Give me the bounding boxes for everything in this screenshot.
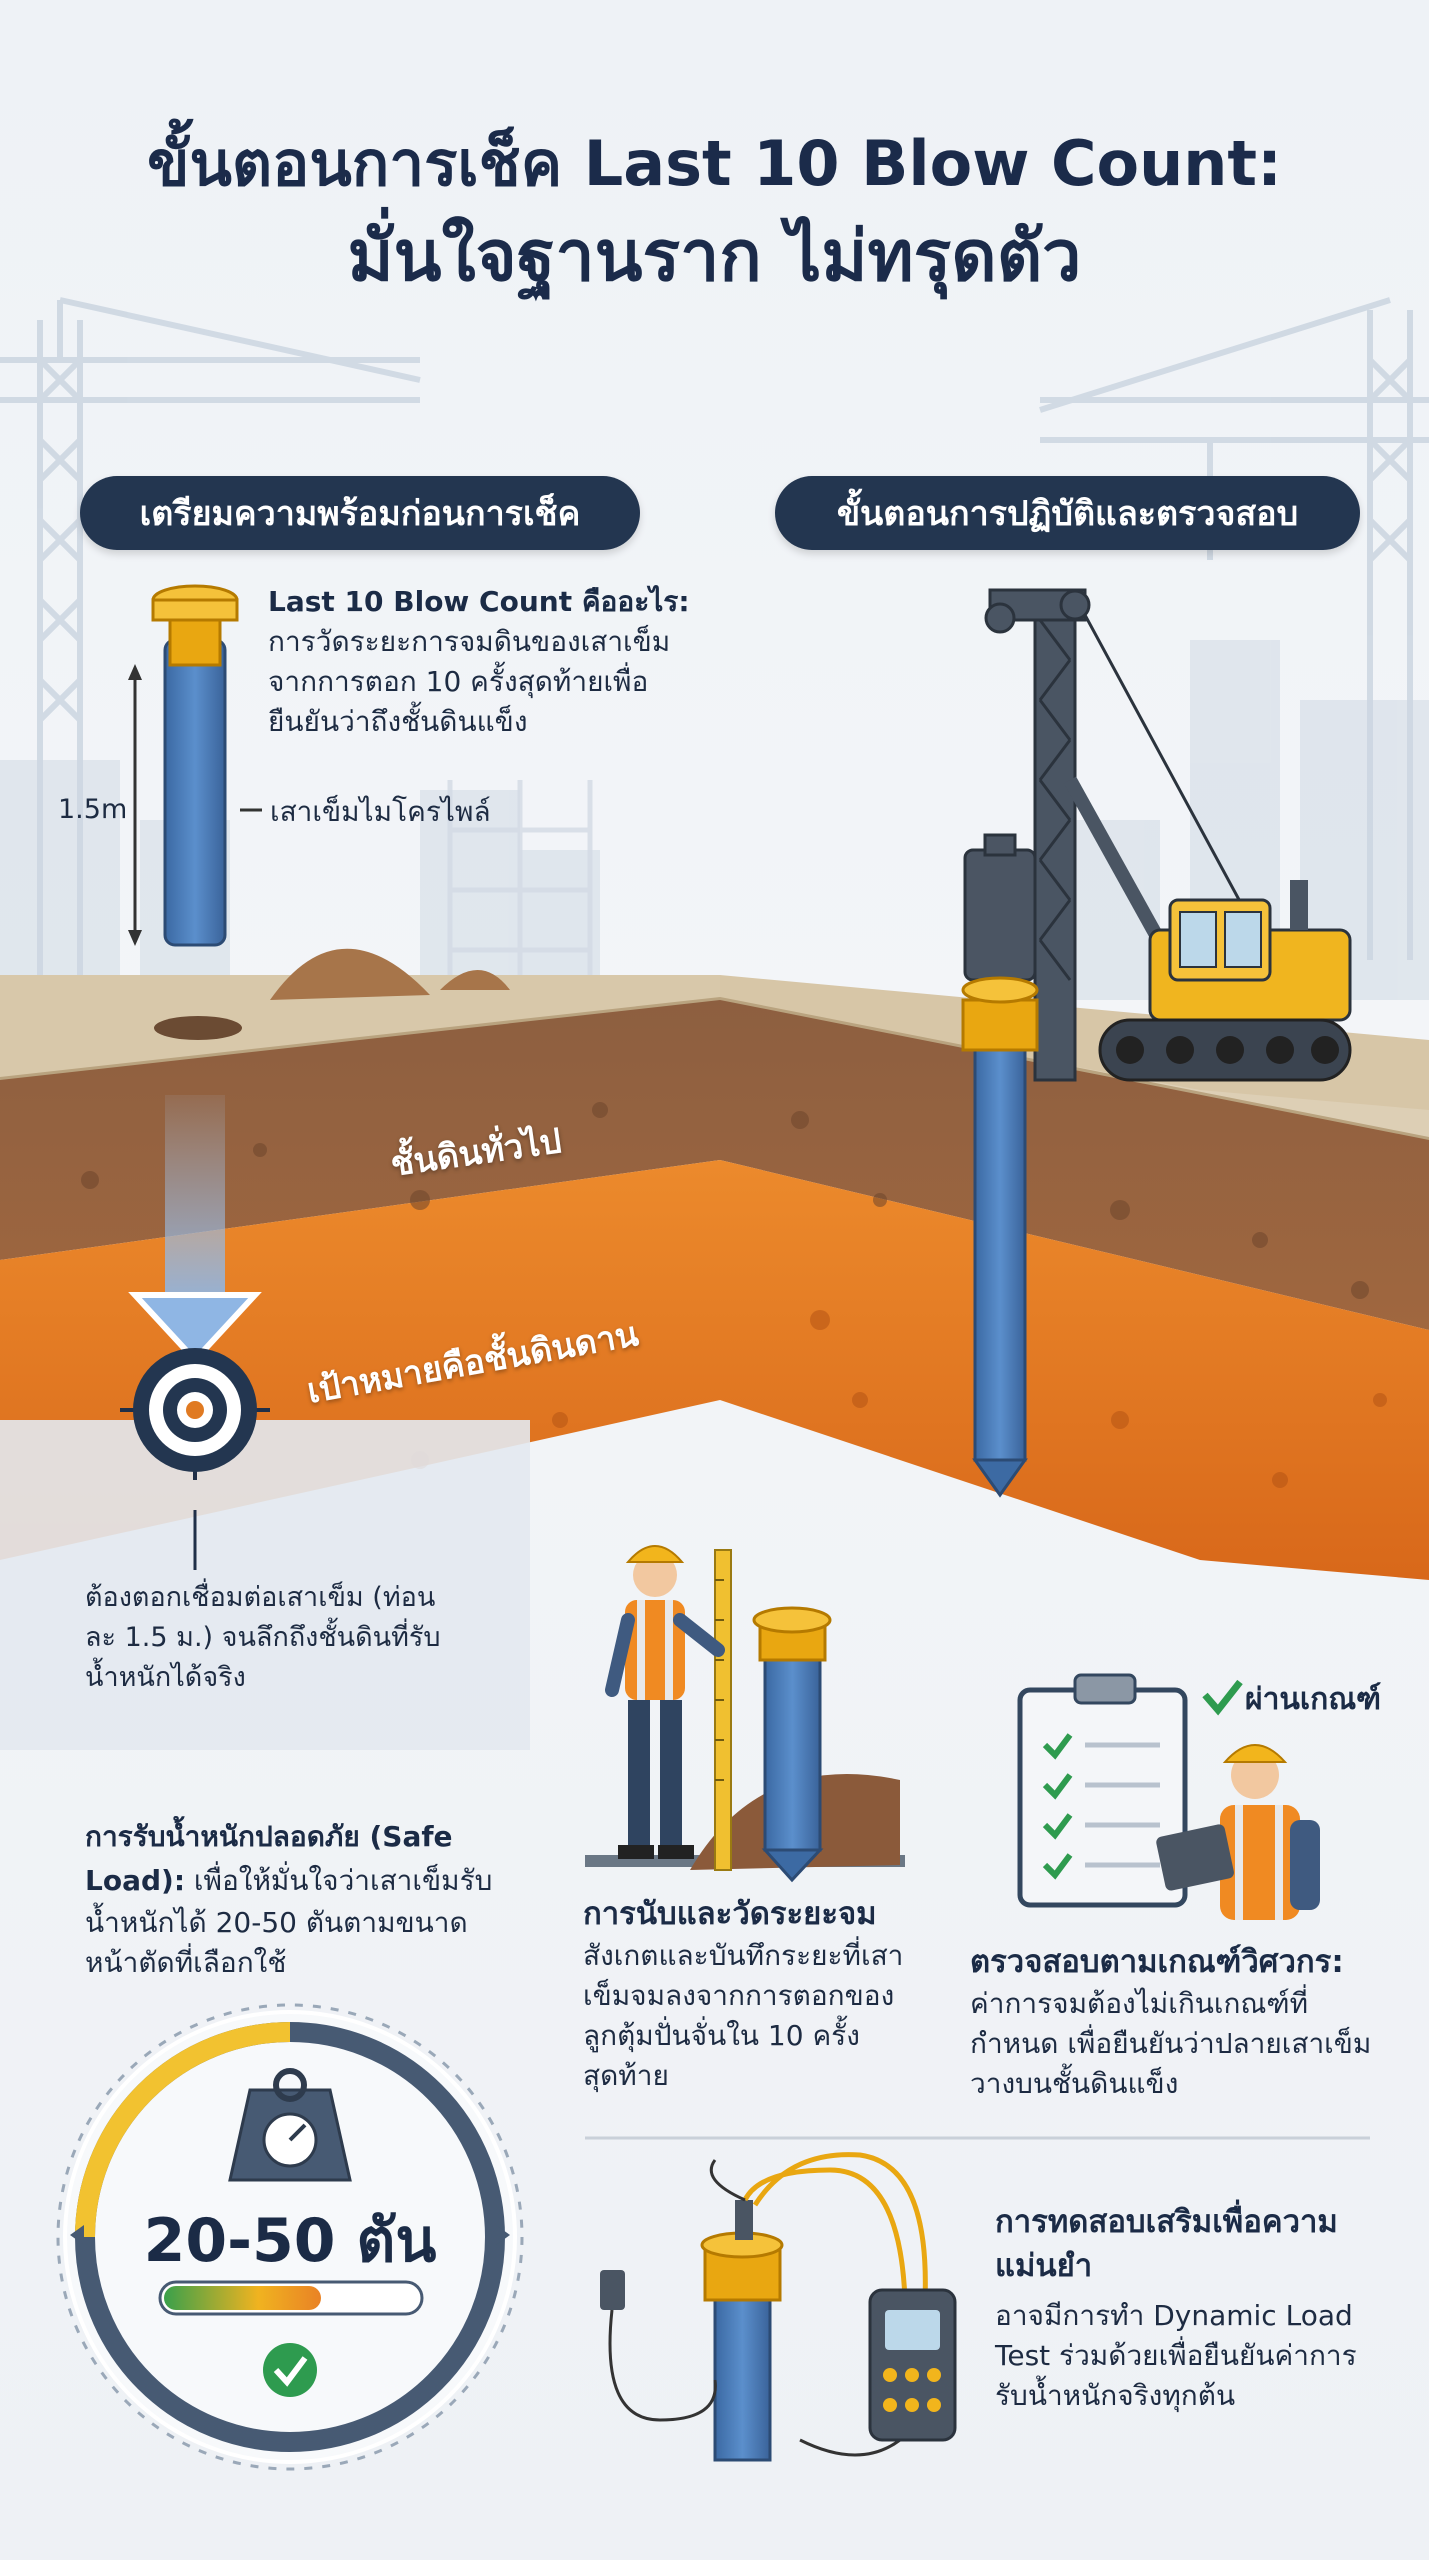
info-panel bbox=[0, 1420, 530, 1750]
step-inspect-body: ค่าการจมต้องไม่เกินเกณฑ์ที่กำหนด เพื่อยื… bbox=[970, 1987, 1372, 2100]
step-extra-body: อาจมีการทำ Dynamic Load Test ร่วมด้วยเพื… bbox=[995, 2299, 1357, 2412]
definition-body: การวัดระยะการจมดินของเสาเข็มจากการตอก 10… bbox=[268, 625, 671, 738]
clipboard-icon bbox=[1017, 1673, 1188, 1908]
section-label-prep: เตรียมความพร้อมก่อนการเช็ค bbox=[80, 476, 640, 550]
down-arrow-icon bbox=[128, 1095, 262, 1365]
worker-icon bbox=[585, 1545, 905, 1883]
worker-icon bbox=[1156, 1744, 1320, 1920]
gauge-value: 20-50 ตัน bbox=[143, 2206, 437, 2276]
pile-icon bbox=[128, 584, 262, 947]
step-measure-body: สังเกตและบันทึกระยะที่เสาเข็มจมลงจากการต… bbox=[583, 1939, 904, 2092]
scaffold bbox=[447, 780, 593, 990]
step-inspect-heading: ตรวจสอบตามเกณฑ์วิศวกร: bbox=[970, 1944, 1344, 1980]
weight-gauge-icon bbox=[56, 2003, 524, 2471]
definition-heading: Last 10 Blow Count คืออะไร: bbox=[268, 585, 690, 618]
safe-load-heading: การรับน้ำหนักปลอดภัย (Safe Load): bbox=[85, 1820, 453, 1897]
soil-specks bbox=[81, 1102, 1369, 1299]
safe-load-body: เพื่อให้มั่นใจว่าเสาเข็มรับน้ำหนักได้ 20… bbox=[85, 1864, 493, 1979]
pile-length-label: 1.5m bbox=[58, 794, 128, 825]
dirt-pile bbox=[270, 948, 430, 1000]
section-label-process: ขั้นตอนการปฏิบัติและตรวจสอบ bbox=[775, 476, 1360, 550]
sensor-icon bbox=[600, 2152, 957, 2462]
check-icon bbox=[1202, 1679, 1243, 1716]
pile-name-label: เสาเข็มไมโครไพล์ bbox=[270, 795, 491, 828]
target-icon bbox=[120, 1348, 270, 1570]
crane-icon bbox=[0, 297, 421, 980]
soil-layer-general bbox=[0, 1000, 1429, 1330]
step-extra-heading: การทดสอบเสริมเพื่อความแม่นยำ bbox=[995, 2204, 1338, 2284]
title-line-1: ขั้นตอนการเช็ค Last 10 Blow Count: bbox=[147, 127, 1282, 200]
step-measure: การนับและวัดระยะจม สังเกตและบันทึกระยะที… bbox=[583, 1892, 923, 2096]
step-extra: การทดสอบเสริมเพื่อความแม่นยำ อาจมีการทำ … bbox=[995, 2200, 1385, 2416]
title-line-2: มั่นใจฐานราก ไม่ทรุดตัว bbox=[347, 215, 1082, 297]
pass-label: ผ่านเกณฑ์ bbox=[1245, 1682, 1382, 1717]
pile-driver-icon bbox=[963, 588, 1352, 1082]
safe-load-block: การรับน้ำหนักปลอดภัย (Safe Load): เพื่อใ… bbox=[85, 1815, 505, 1983]
step-measure-heading: การนับและวัดระยะจม bbox=[583, 1896, 877, 1932]
driven-pile bbox=[961, 976, 1039, 1498]
step-inspect: ตรวจสอบตามเกณฑ์วิศวกร: ค่าการจมต้องไม่เก… bbox=[970, 1940, 1380, 2104]
crane-icon bbox=[1039, 297, 1429, 960]
connect-note: ต้องตอกเชื่อมต่อเสาเข็ม (ท่อนละ 1.5 ม.) … bbox=[85, 1582, 441, 1693]
definition-block: Last 10 Blow Count คืออะไร: การวัดระยะกา… bbox=[268, 582, 708, 742]
page-title: ขั้นตอนการเช็ค Last 10 Blow Count: มั่นใ… bbox=[0, 118, 1429, 302]
